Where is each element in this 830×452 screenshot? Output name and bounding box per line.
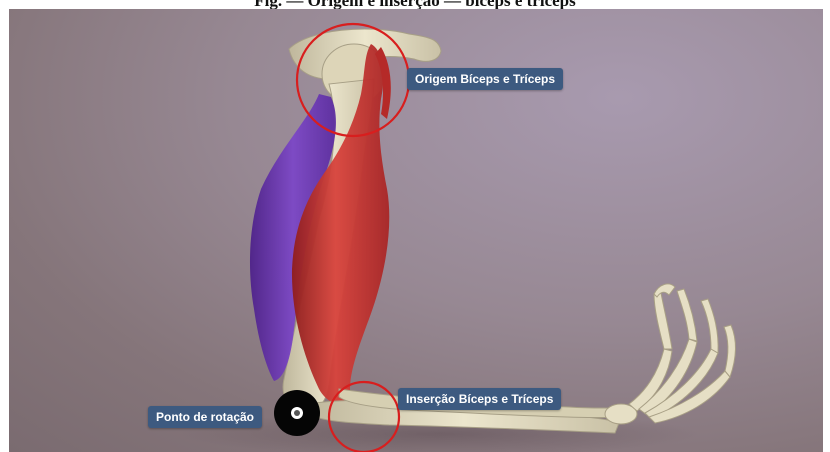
anatomy-scene: Origem Bíceps e Tríceps Inserção Bíceps … xyxy=(9,9,823,452)
insertion-label: Inserção Bíceps e Tríceps xyxy=(398,388,561,410)
pivot-label: Ponto de rotação xyxy=(148,406,262,428)
origin-label: Origem Bíceps e Tríceps xyxy=(407,68,563,90)
hand-bones xyxy=(605,284,735,424)
pivot-point-icon xyxy=(274,390,320,436)
